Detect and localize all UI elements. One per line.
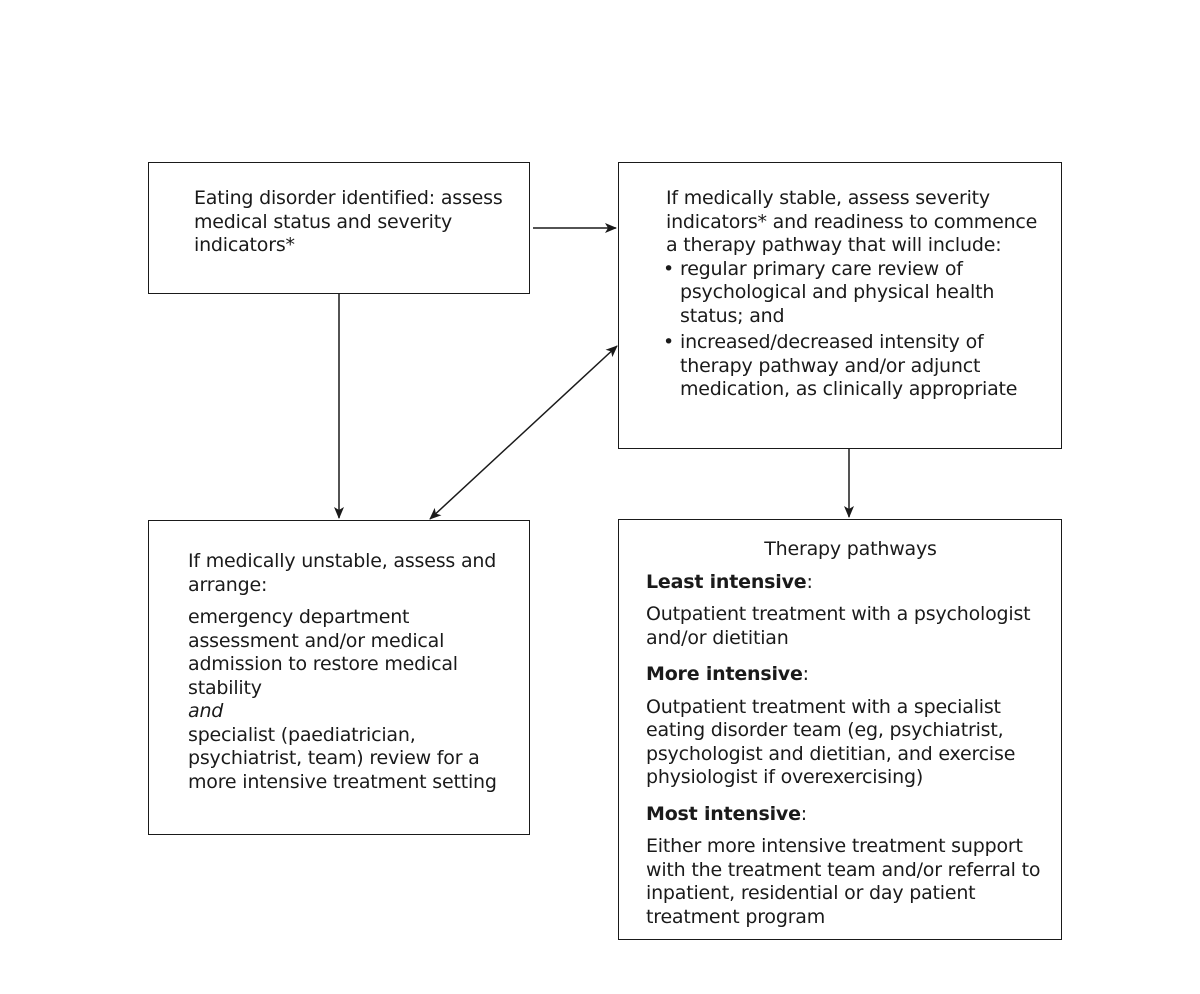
unstable-box: If medically unstable, assess and arrang… xyxy=(148,520,530,835)
level-heading-text: More intensive xyxy=(646,663,803,685)
unstable-item-emergency: emergency department assessment and/or m… xyxy=(188,606,458,699)
level-heading-text: Most intensive xyxy=(646,802,801,825)
stable-bullet-item: regular primary care review of psycholog… xyxy=(663,258,1053,329)
stable-bullet-list: regular primary care review of psycholog… xyxy=(663,258,1053,402)
stable-bullet-item: increased/decreased intensity of therapy… xyxy=(663,331,1053,402)
unstable-connector: and xyxy=(188,700,224,722)
level-heading-more: More intensive: xyxy=(646,663,1055,687)
level-description-most: Either more intensive treatment support … xyxy=(646,835,1041,928)
level-heading-most: Most intensive: xyxy=(646,803,1055,827)
arrow-stable-to-unstable-bidirectional xyxy=(429,345,618,520)
level-colon: : xyxy=(802,663,809,685)
unstable-item-specialist: specialist (paediatrician, psychiatrist,… xyxy=(188,723,497,793)
stable-intro: If medically stable, assess severity ind… xyxy=(666,187,1038,256)
therapy-box: Therapy pathways Least intensive: Outpat… xyxy=(618,519,1062,940)
level-description-more: Outpatient treatment with a specialist e… xyxy=(646,695,1016,789)
level-colon: : xyxy=(800,802,807,825)
stable-box: If medically stable, assess severity ind… xyxy=(618,162,1062,449)
level-heading-least: Least intensive: xyxy=(646,571,1055,595)
identified-text: Eating disorder identified: assess medic… xyxy=(194,187,503,256)
level-colon: : xyxy=(806,570,813,593)
level-heading-text: Least intensive xyxy=(646,570,807,593)
unstable-intro: If medically unstable, assess and arrang… xyxy=(188,550,497,596)
identified-box: Eating disorder identified: assess medic… xyxy=(148,162,530,294)
therapy-title: Therapy pathways xyxy=(764,538,937,560)
level-description-least: Outpatient treatment with a psychologist… xyxy=(646,603,1031,649)
